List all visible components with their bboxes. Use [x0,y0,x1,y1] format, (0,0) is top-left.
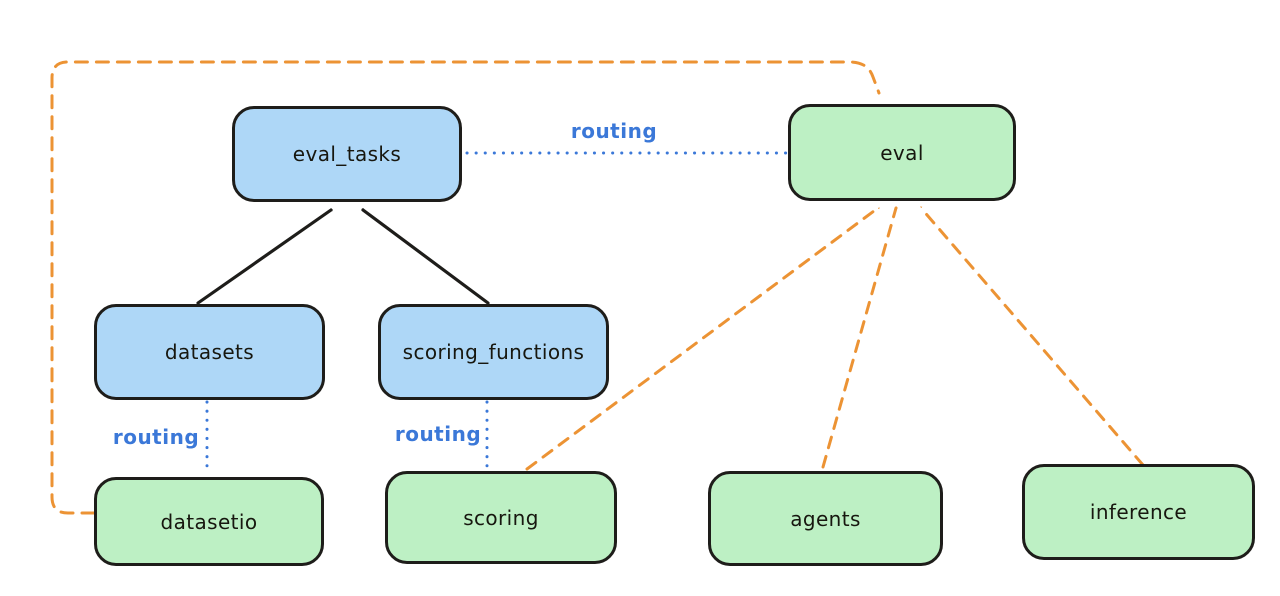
node-eval-label: eval [880,140,924,165]
node-datasets-label: datasets [164,340,255,364]
edge-inference-to-eval [919,206,1145,467]
node-scoring-functions-label: scoring_functions [402,340,585,364]
edge-label-routing-scoring-functions-scoring: routing [394,422,482,446]
edge-datasets-to-eval-tasks [196,208,333,305]
node-inference-label: inference [1089,500,1188,524]
node-inference: inference [1022,464,1255,560]
node-agents: agents [708,471,943,566]
node-datasetio-label: datasetio [160,509,258,534]
edge-agents-to-eval [821,206,896,469]
edge-label-routing-eval-tasks-eval: routing [570,119,658,143]
node-scoring-functions: scoring_functions [378,304,609,400]
edge-label-routing-datasets-datasetio: routing [112,425,200,449]
edge-scoring-to-eval [525,206,880,471]
node-datasets: datasets [94,304,325,400]
node-scoring: scoring [385,471,617,564]
node-eval-tasks-label: eval_tasks [292,142,402,166]
edge-scoring-functions-to-eval-tasks [361,208,490,305]
node-eval-tasks: eval_tasks [232,106,462,202]
node-scoring-label: scoring [463,505,539,530]
edge-datasetio-to-eval [50,60,879,515]
node-eval: eval [788,104,1016,201]
node-datasetio: datasetio [94,477,324,566]
node-agents-label: agents [790,506,861,531]
